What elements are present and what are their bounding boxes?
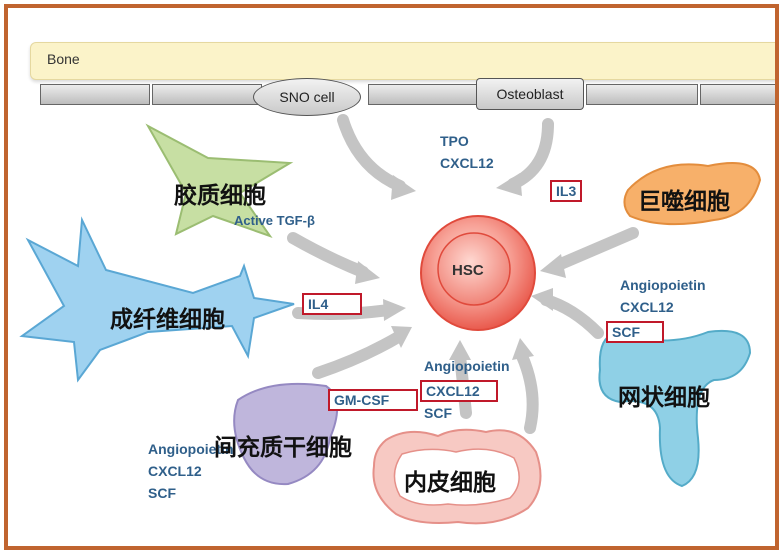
il4-highlight: IL4 — [302, 293, 362, 315]
top-factor-list: TPO CXCL12 — [440, 130, 494, 174]
right-angiopoietin: Angiopoietin — [620, 277, 706, 293]
macrophage-shape — [623, 162, 762, 226]
left-angiopoietin: Angiopoietin — [148, 441, 234, 457]
sno-cell-label: SNO cell — [279, 89, 335, 105]
bone-label: Bone — [47, 51, 80, 67]
active-tgf-label: Active TGF-β — [234, 213, 315, 228]
sno-cell: SNO cell — [253, 78, 361, 116]
msc-shape — [233, 382, 338, 486]
cxcl12-mid-highlight: CXCL12 — [420, 380, 498, 402]
osteoblast: Osteoblast — [476, 78, 584, 110]
gmcsf-highlight: GM-CSF — [328, 389, 418, 411]
left-factor-list: Angiopoietin CXCL12 SCF — [148, 438, 234, 504]
left-cxcl12: CXCL12 — [148, 463, 202, 479]
hsc-label: HSC — [452, 262, 484, 279]
bone-lining-block — [586, 84, 698, 105]
scf-right-highlight: SCF — [606, 321, 664, 343]
bone-lining-block — [40, 84, 150, 105]
right-cxcl12: CXCL12 — [620, 299, 674, 315]
glial-cell-shape — [145, 123, 294, 238]
bone-lining-block — [700, 84, 775, 105]
glial-cell-label: 胶质细胞 — [174, 182, 266, 208]
mid-scf: SCF — [424, 405, 452, 421]
bone-layer: Bone — [30, 42, 775, 80]
figure-frame: Bone SNO cell Osteoblast — [4, 4, 779, 550]
endothelial-cell-label: 内皮细胞 — [404, 469, 496, 495]
factor-tpo: TPO — [440, 133, 469, 149]
factor-cxcl12-top: CXCL12 — [440, 155, 494, 171]
il3-highlight: IL3 — [550, 180, 583, 202]
reticular-cell-label: 网状细胞 — [618, 384, 710, 410]
reticular-shape — [598, 330, 752, 488]
arrow-heads — [355, 173, 566, 360]
right-factor-list: Angiopoietin CXCL12 — [620, 274, 706, 318]
msc-label: 间充质干细胞 — [214, 434, 352, 460]
mid-angiopoietin: Angiopoietin — [424, 358, 510, 374]
hsc-inner — [437, 232, 511, 306]
fibroblast-label: 成纤维细胞 — [110, 306, 225, 332]
fibroblast-shape — [19, 216, 295, 383]
left-scf: SCF — [148, 485, 176, 501]
osteoblast-label: Osteoblast — [496, 86, 564, 102]
macrophage-label: 巨噬细胞 — [638, 188, 730, 214]
